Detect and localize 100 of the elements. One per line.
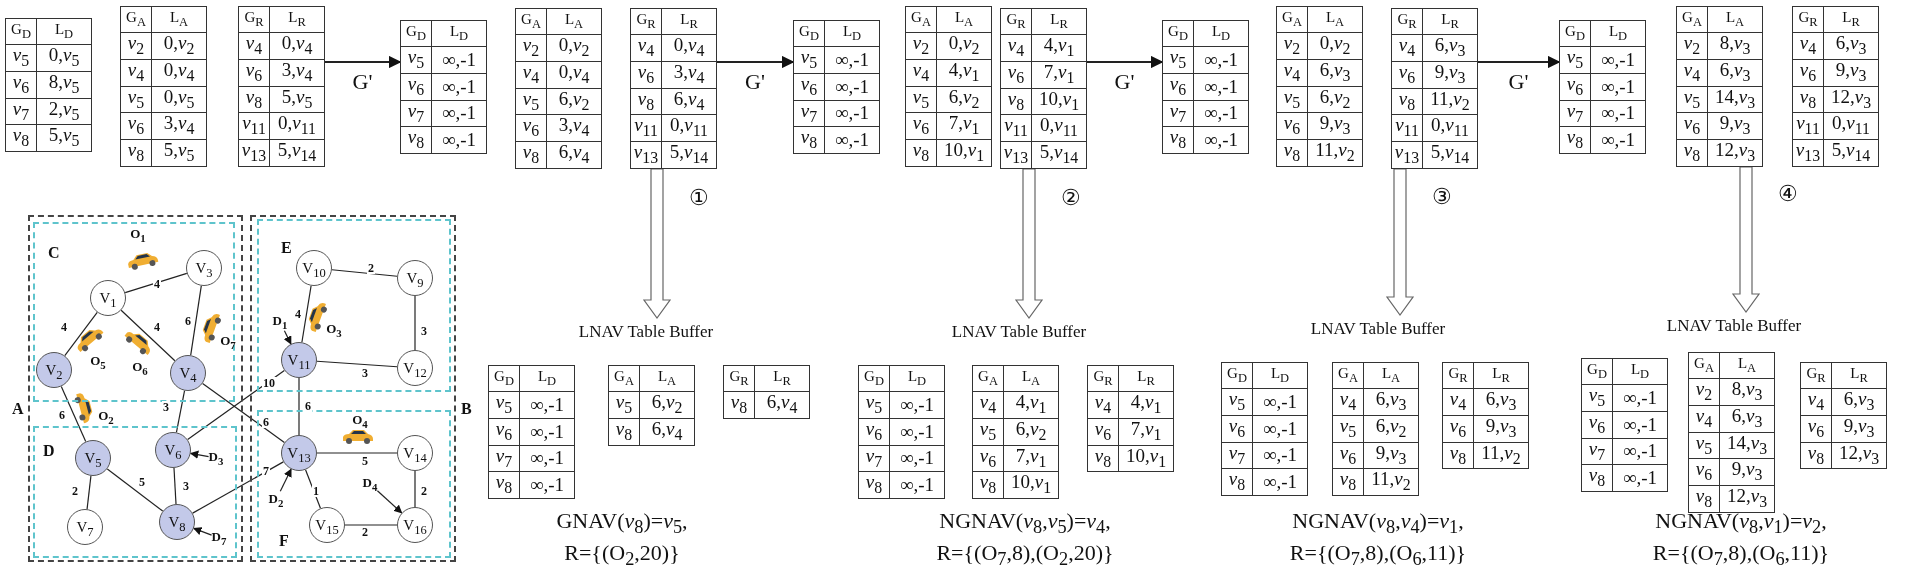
table-cell: 5,v$_{5}$ [269,86,325,113]
table-cell: ∞,-1 [431,46,487,74]
data-table [630,8,717,169]
data-table [1800,362,1887,470]
header-cell: G$_{R}$ [1391,8,1423,35]
table-cell: v$_{6}$ [793,73,825,101]
table-cell: v$_{6}$ [515,114,547,142]
header-cell: L$_{R}$ [269,6,325,33]
block-arrow [1014,168,1044,320]
vertex-circle: V$_{4}$ [170,355,206,391]
table-cell: ∞,-1 [889,418,945,446]
road-line [64,311,98,357]
table-cell: v$_{5}$ [1688,432,1720,459]
table-cell: 7,v$_{1}$ [1031,61,1087,89]
header-cell: G$_{D}$ [1559,20,1591,47]
table-cell: v$_{8}$ [1162,126,1194,154]
table-cell: 6,v$_{4}$ [754,391,810,419]
table-cell: 9,v$_{3}$ [1831,415,1887,443]
table-cell: v$_{6}$ [1000,61,1032,89]
region-box [257,219,451,392]
edge-label: 5 [138,476,146,488]
table-cell: ∞,-1 [1193,46,1249,74]
table-cell: ∞,-1 [824,100,880,127]
table-cell: 5,v$_{14}$ [1031,141,1087,169]
edge-label: 7 [262,465,270,477]
table-cell: 0,v$_{2}$ [936,32,992,60]
header-cell: L$_{D}$ [1612,358,1668,385]
header-cell: G$_{D}$ [1581,358,1613,385]
data-table [1581,358,1668,493]
edge-label: 2 [361,526,369,538]
road-line [120,309,176,362]
table-cell: v$_{6}$ [120,112,152,140]
table-cell: v$_{11}$ [1391,114,1423,142]
vertex-circle: V$_{9}$ [397,260,433,296]
table-cell: v$_{2}$ [1676,32,1708,60]
data-table [120,6,207,167]
header-cell: G$_{A}$ [515,8,547,35]
table-cell: v$_{6}$ [1559,73,1591,101]
road-line [173,467,177,505]
data-table [1688,352,1775,513]
header-cell: L$_{A}$ [1003,365,1059,392]
data-table [1087,365,1174,473]
road-line [298,377,300,436]
table-cell: 4,v$_{1}$ [1031,34,1087,62]
table-cell: 3,v$_{4}$ [546,114,602,142]
table-cell: v$_{5}$ [1221,388,1253,416]
header-cell: L$_{D}$ [1193,20,1249,47]
header-cell: G$_{A}$ [1276,6,1308,33]
table-cell: v$_{7}$ [1581,438,1613,465]
table-cell: v$_{6}$ [488,418,520,446]
table-cell: 6,v$_{2}$ [639,391,695,419]
data-table [1276,6,1363,167]
table-cell: 5,v$_{5}$ [36,124,92,152]
table-cell: v$_{5}$ [120,86,152,113]
table-cell: ∞,-1 [1252,388,1308,416]
table-cell: 9,v$_{3}$ [1307,112,1363,140]
header-cell: L$_{R}$ [1823,6,1879,33]
road-line [86,475,92,510]
vertex-circle: V$_{6}$ [155,432,191,468]
header-cell: L$_{D}$ [519,365,575,392]
arrow [1086,55,1164,69]
table-cell: ∞,-1 [889,391,945,419]
region-box [33,222,235,402]
table-cell: v$_{5}$ [608,391,640,419]
table-cell: v$_{5}$ [905,86,937,113]
table-cell: v$_{6}$ [1332,442,1364,469]
table-cell: v$_{6}$ [630,61,662,89]
table-cell: ∞,-1 [824,46,880,74]
table-cell: 2,v$_{5}$ [36,98,92,125]
arrow [716,55,795,69]
header-cell: G$_{R}$ [630,8,662,35]
arrow [283,330,292,345]
edge-label: 3 [361,367,369,379]
region-box [257,410,451,558]
header-cell: L$_{A}$ [1363,362,1419,389]
buffer-heading: LNAV Table Buffer [1310,319,1446,339]
table-cell: v$_{5}$ [1676,86,1708,113]
header-cell: G$_{D}$ [400,20,432,47]
region-label: B [461,400,472,418]
header-cell: L$_{D}$ [1252,362,1308,389]
header-cell: G$_{A}$ [1332,362,1364,389]
header-cell: L$_{A}$ [1719,352,1775,379]
table-cell: ∞,-1 [1193,73,1249,101]
table-cell: ∞,-1 [1252,442,1308,469]
data-table [1442,362,1529,470]
data-table [238,6,325,167]
table-cell: v$_{5}$ [858,391,890,419]
table-cell: v$_{8}$ [120,139,152,167]
edge-label: 4 [153,278,161,290]
table-cell: 9,v$_{3}$ [1823,59,1879,87]
table-cell: 11,v$_{2}$ [1307,139,1363,167]
table-cell: v$_{11}$ [238,112,270,140]
table-cell: v$_{4}$ [1792,32,1824,60]
table-cell: v$_{6}$ [1087,418,1119,446]
vertex-circle: V$_{14}$ [397,435,433,471]
table-cell: v$_{6}$ [238,59,270,87]
header-cell: L$_{R}$ [1831,362,1887,389]
header-cell: G$_{A}$ [905,6,937,33]
edge-label: 4 [153,321,161,333]
table-cell: v$_{2}$ [1688,378,1720,406]
